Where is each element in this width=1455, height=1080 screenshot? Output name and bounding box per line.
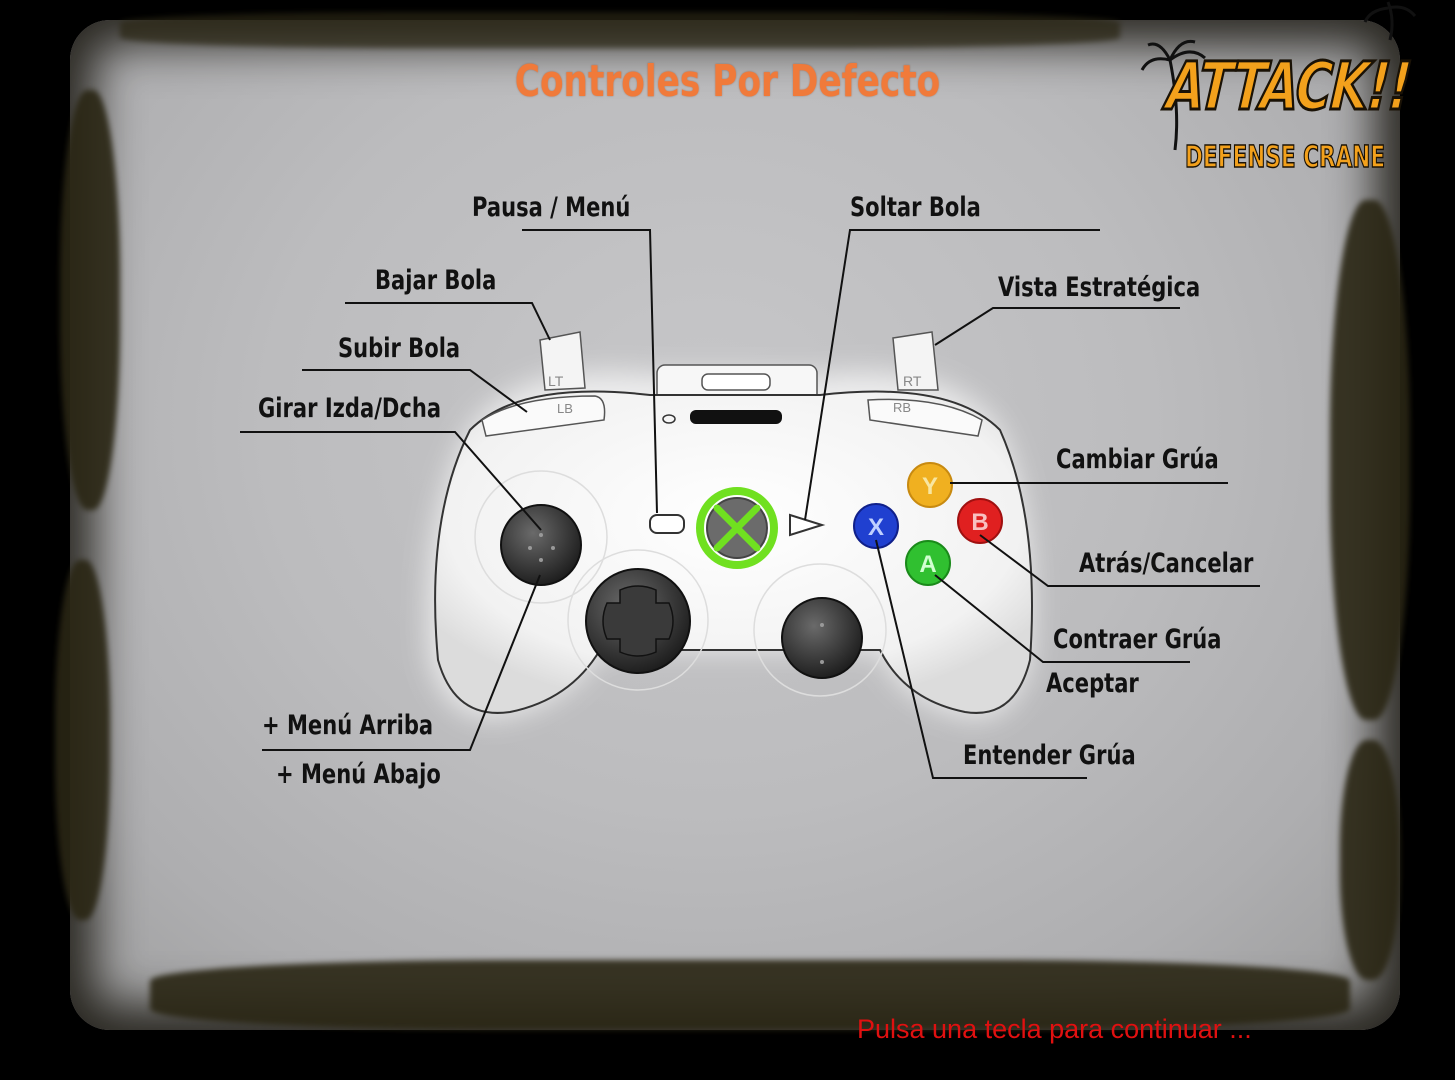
stick-dot — [820, 660, 824, 664]
lt-trigger — [539, 331, 586, 391]
page-title: Controles Por Defecto — [514, 56, 941, 107]
x-button-label: X — [868, 514, 884, 541]
dpad-well — [567, 549, 709, 691]
palm-tree-icon — [1140, 1, 1417, 151]
stick-dot — [528, 546, 532, 550]
frame-grunge — [55, 560, 110, 920]
label-raise-ball: Subir Bola — [338, 333, 461, 364]
guide-ring — [696, 487, 778, 569]
x-button — [853, 503, 899, 549]
label-menu-down: + Menú Abajo — [276, 759, 441, 790]
a-button-label: A — [919, 551, 936, 578]
b-button — [957, 498, 1003, 544]
rt-label: RT — [903, 373, 922, 389]
xbox-logo-icon — [713, 504, 761, 552]
led-ring — [662, 414, 676, 424]
label-lower-ball: Bajar Bola — [375, 265, 497, 296]
label-pause-menu: Pausa / Menú — [472, 192, 631, 223]
stick-dot — [551, 546, 555, 550]
stick-dot — [820, 623, 824, 627]
label-back-cancel: Atrás/Cancelar — [1079, 548, 1254, 579]
frame-grunge — [60, 90, 120, 510]
left-stick-well — [474, 470, 608, 604]
label-strategic-view: Vista Estratégica — [998, 272, 1201, 303]
label-accept: Aceptar — [1046, 668, 1139, 699]
speaker-slot — [690, 410, 782, 424]
label-change-crane: Cambiar Grúa — [1056, 444, 1219, 475]
label-retract-crane: Contraer Grúa — [1053, 624, 1222, 655]
right-stick-well — [753, 563, 887, 697]
rt-trigger — [892, 331, 939, 391]
lb-bumper — [481, 395, 606, 437]
frame-grunge — [150, 960, 1350, 1030]
dpad-cross-icon — [602, 585, 674, 657]
lt-label: LT — [548, 373, 564, 389]
y-button-label: Y — [922, 473, 938, 500]
back-button — [649, 514, 685, 534]
a-button — [905, 540, 951, 586]
stick-dot — [539, 533, 543, 537]
game-logo: ATTACK!! DEFENSE CRANE — [1140, 0, 1430, 190]
b-button-label: B — [971, 509, 988, 536]
label-rotate: Girar Izda/Dcha — [258, 393, 442, 424]
lb-label: LB — [557, 401, 573, 416]
right-stick — [781, 597, 863, 679]
left-stick — [500, 504, 582, 586]
rb-label: RB — [893, 400, 911, 415]
logo-subtitle: DEFENSE CRANE — [1184, 139, 1386, 176]
continue-prompt[interactable]: Pulsa una tecla para continuar ... — [857, 1014, 1252, 1044]
callout-lines — [240, 229, 1260, 779]
rb-bumper — [867, 398, 983, 437]
frame-grunge — [1330, 200, 1410, 720]
label-extend-crane: Entender Grúa — [963, 740, 1136, 771]
label-menu-up: + Menú Arriba — [262, 710, 434, 741]
stick-dot — [539, 558, 543, 562]
frame-grunge — [120, 12, 1120, 48]
y-button — [907, 462, 953, 508]
label-drop-ball: Soltar Bola — [850, 192, 981, 223]
frame-grunge — [1340, 740, 1400, 980]
connector-port — [701, 373, 771, 391]
